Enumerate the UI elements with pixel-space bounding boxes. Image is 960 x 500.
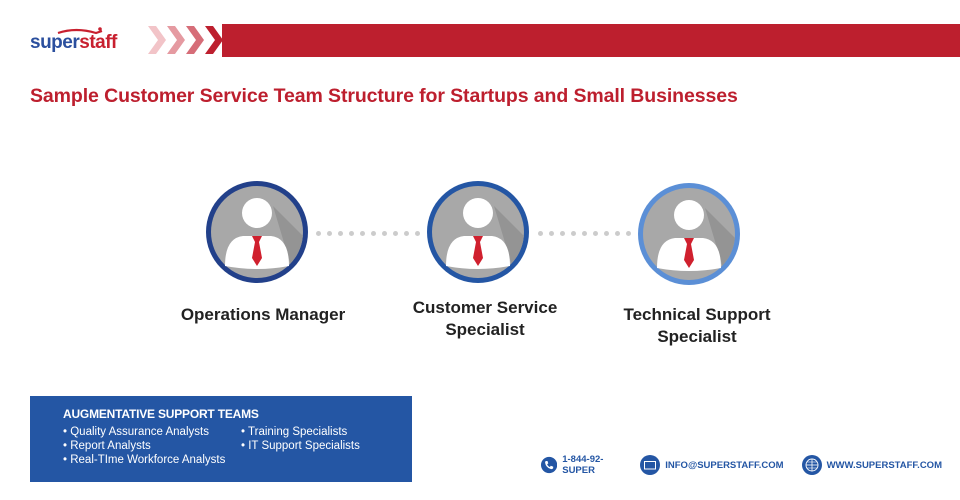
chevrons-icon bbox=[148, 26, 223, 54]
contact-email[interactable]: INFO@SUPERSTAFF.COM bbox=[640, 455, 784, 475]
email-icon bbox=[640, 455, 661, 475]
list-item: IT Support Specialists bbox=[241, 439, 360, 453]
phone-icon bbox=[541, 456, 558, 474]
contact-phone[interactable]: 1-844-92-SUPER bbox=[541, 454, 622, 476]
node-technical-support-specialist bbox=[635, 180, 743, 288]
list-item: Real-TIme Workforce Analysts bbox=[63, 453, 235, 467]
phone-text: 1-844-92-SUPER bbox=[562, 454, 604, 476]
globe-icon bbox=[801, 455, 822, 475]
email-text: INFO@SUPERSTAFF.COM bbox=[665, 459, 784, 471]
list-item: Training Specialists bbox=[241, 425, 360, 439]
connector-dots-2 bbox=[538, 231, 631, 237]
website-text: WWW.SUPERSTAFF.COM bbox=[826, 459, 942, 471]
node-label-customer-service-specialist: Customer Service Specialist bbox=[412, 298, 558, 339]
augmentative-heading: AUGMENTATIVE SUPPORT TEAMS bbox=[63, 407, 259, 421]
logo-staff-text: staff bbox=[79, 32, 117, 53]
list-item: Quality Assurance Analysts bbox=[63, 425, 235, 439]
page-title: Sample Customer Service Team Structure f… bbox=[30, 85, 738, 107]
logo-super-text: super bbox=[30, 32, 80, 53]
node-label-technical-support-specialist: Technical Support Specialist bbox=[623, 305, 771, 346]
person-with-tie-icon bbox=[206, 181, 308, 283]
contact-website[interactable]: WWW.SUPERSTAFF.COM bbox=[801, 455, 942, 475]
superstaff-logo: superstaff bbox=[30, 27, 130, 54]
connector-dots-1 bbox=[316, 231, 420, 237]
header-red-bar bbox=[222, 24, 960, 57]
augmentative-list-col2: Training Specialists IT Support Speciali… bbox=[241, 425, 360, 467]
person-with-tie-icon bbox=[427, 181, 529, 283]
list-item: Report Analysts bbox=[63, 439, 235, 453]
contact-bar: 1-844-92-SUPER INFO@SUPERSTAFF.COM WWW.S… bbox=[541, 454, 960, 476]
augmentative-list-col1: Quality Assurance Analysts Report Analys… bbox=[63, 425, 235, 467]
logo-swoosh-icon bbox=[57, 27, 103, 35]
node-operations-manager bbox=[203, 178, 311, 286]
node-label-operations-manager: Operations Manager bbox=[180, 305, 346, 324]
augmentative-support-teams-panel: AUGMENTATIVE SUPPORT TEAMS Quality Assur… bbox=[30, 396, 412, 482]
person-with-tie-icon bbox=[638, 183, 740, 285]
node-customer-service-specialist bbox=[424, 178, 532, 286]
